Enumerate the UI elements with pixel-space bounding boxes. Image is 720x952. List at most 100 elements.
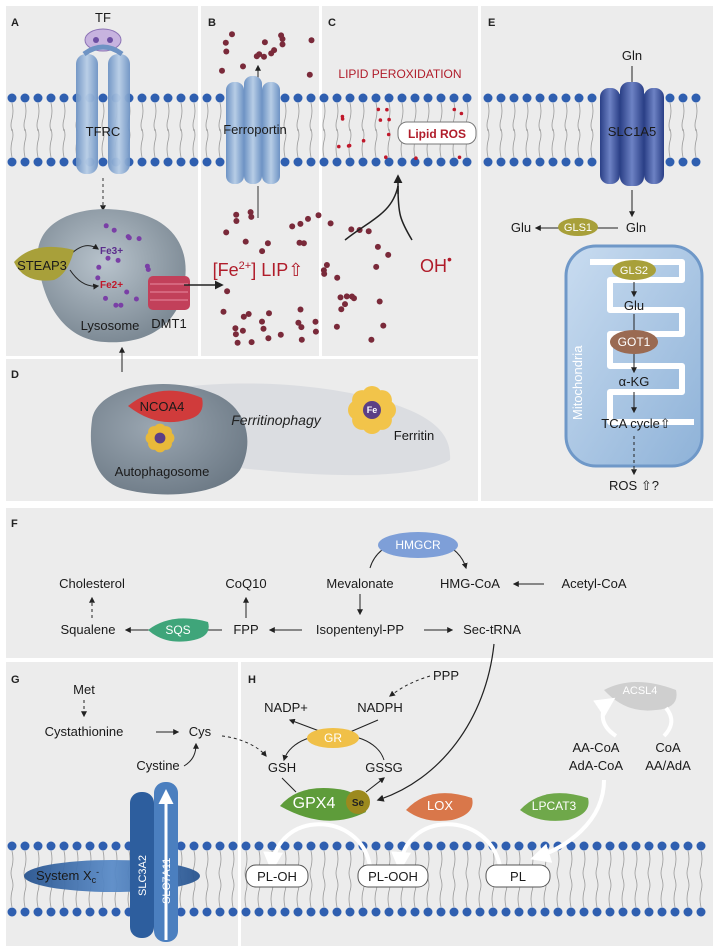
lipid-head	[665, 93, 675, 103]
lipid-tail	[166, 102, 170, 132]
lipid-tail	[322, 102, 326, 132]
iron-particle	[295, 319, 302, 326]
lipid-head	[59, 841, 69, 851]
lipid-tail	[551, 102, 555, 132]
lipid-tail	[582, 878, 586, 908]
ferroportin-label: Ferroportin	[223, 122, 287, 137]
iron-particle	[414, 156, 418, 160]
lipid-head	[319, 841, 329, 851]
lipid-tail	[23, 878, 27, 908]
iron-particle	[232, 331, 239, 338]
sqs-label: SQS	[165, 623, 190, 637]
iron-particle	[264, 240, 271, 247]
lipid-head	[535, 93, 545, 103]
lipid-head	[371, 907, 381, 917]
lipid-head	[631, 841, 641, 851]
gls1-enzyme-icon	[558, 218, 598, 236]
iron-particle	[342, 301, 348, 308]
lipid-head	[618, 907, 628, 917]
lipid-head	[397, 93, 407, 103]
iron-particle	[297, 220, 304, 227]
lipid-tail	[192, 102, 196, 132]
lipid-tail	[673, 850, 677, 880]
lipid-head	[293, 157, 303, 167]
lipid-head	[696, 907, 706, 917]
lipid-head	[475, 841, 485, 851]
lipid-head	[59, 157, 69, 167]
gpx4-enzyme-icon	[280, 788, 370, 821]
lipid-head	[85, 841, 95, 851]
lipid-tail	[590, 128, 594, 158]
panel-c: LIPID PEROXIDATION Lipid ROS OH•	[337, 67, 477, 276]
lipid-head	[657, 841, 667, 851]
cystine-label: Cystine	[136, 758, 179, 773]
iron-particle	[334, 274, 341, 281]
iron-particle	[248, 339, 255, 346]
iron-particle	[259, 248, 266, 255]
lipid-head	[202, 93, 212, 103]
lipid-head	[540, 907, 550, 917]
lipid-tail	[49, 128, 53, 158]
iron-particle	[385, 107, 389, 112]
cys-label: Cys	[189, 724, 212, 739]
iron-particle	[300, 240, 307, 247]
glu-cytosol-label: Glu	[511, 220, 531, 235]
iron-particle	[103, 223, 109, 229]
lipid-head	[384, 907, 394, 917]
lipid-head	[241, 841, 251, 851]
lipid-head	[202, 157, 212, 167]
iron-particle	[327, 220, 334, 227]
iron-particle	[224, 288, 231, 295]
gls2-enzyme-icon	[612, 260, 656, 280]
lipid-tail	[569, 850, 573, 880]
panel-label-a: A	[11, 17, 19, 29]
iron-particle	[343, 293, 350, 300]
lipid-head	[345, 93, 355, 103]
lipid-head	[319, 93, 329, 103]
lipid-head	[332, 157, 342, 167]
iron-particle	[374, 243, 381, 250]
lipid-tail	[564, 102, 568, 132]
iron-particle	[260, 325, 267, 332]
fe-core-label: Fe	[367, 405, 378, 415]
lipid-head	[483, 93, 493, 103]
lipid-tail	[577, 128, 581, 158]
lipid-head	[33, 93, 43, 103]
lipid-head	[7, 93, 17, 103]
lipid-head	[522, 93, 532, 103]
iron-particle	[95, 275, 101, 281]
lipid-head	[670, 841, 680, 851]
lipid-head	[189, 157, 199, 167]
lipid-tail	[296, 102, 300, 132]
lipid-head	[176, 907, 186, 917]
iron-particle	[315, 212, 322, 219]
lipid-head	[33, 157, 43, 167]
lipid-head	[280, 907, 290, 917]
lipid-tail	[426, 878, 430, 908]
lipid-head	[561, 157, 571, 167]
iron-particle	[298, 324, 305, 331]
iron-particle	[380, 322, 387, 329]
lipid-tail	[140, 128, 144, 158]
dmt1-label: DMT1	[151, 316, 186, 331]
gln-cytosol-label: Gln	[626, 220, 646, 235]
lipid-head	[683, 907, 693, 917]
lipid-head	[527, 907, 537, 917]
lipid-head	[462, 841, 472, 851]
lipid-tail	[335, 128, 339, 158]
lipid-head	[566, 907, 576, 917]
lipid-tail	[192, 878, 196, 908]
lipid-head	[150, 93, 160, 103]
lipid-head	[215, 841, 225, 851]
pl-oh-box	[245, 864, 309, 888]
slc1a5-transporter-icon	[600, 82, 664, 186]
lipid-tail	[322, 878, 326, 908]
lipid-head	[514, 907, 524, 917]
steap3-icon	[14, 246, 74, 281]
lipid-head	[436, 907, 446, 917]
acetyl-coa-label: Acetyl-CoA	[561, 576, 626, 591]
lipid-head	[501, 907, 511, 917]
iron-particle	[376, 298, 383, 305]
iron-particle	[115, 257, 121, 263]
lipid-tail	[335, 878, 339, 908]
